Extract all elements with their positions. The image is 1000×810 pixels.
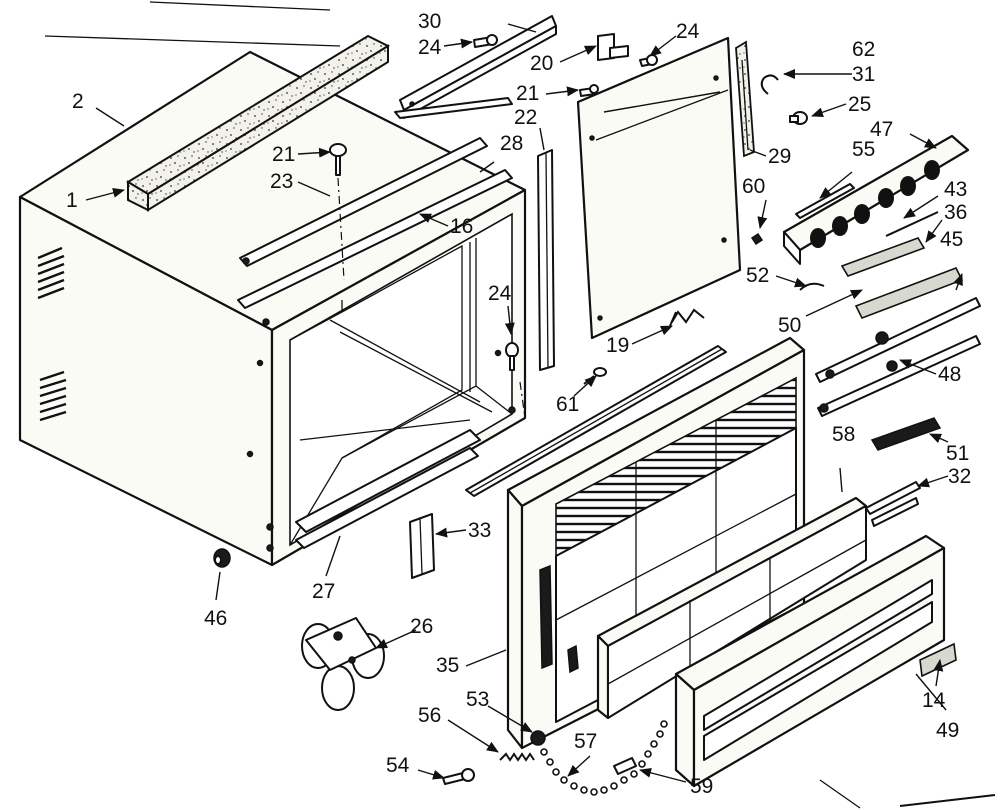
- callout-52: 52: [746, 264, 769, 287]
- side-panel: [576, 36, 742, 340]
- callout-1: 1: [66, 189, 78, 212]
- callout-2: 2: [72, 90, 84, 113]
- callout-48: 48: [938, 363, 961, 386]
- callout-leaders: [85, 23, 963, 783]
- top-channels: [237, 137, 513, 326]
- callout-61: 61: [556, 393, 579, 416]
- vertical-seal-62: [735, 40, 755, 158]
- front-rail-33: [465, 345, 727, 497]
- callout-27: 27: [312, 580, 335, 603]
- callout-31: 31: [852, 63, 875, 86]
- callout-57: 57: [574, 730, 597, 753]
- callout-47: 47: [870, 118, 893, 141]
- callout-55: 55: [852, 138, 875, 161]
- callout-21-upper: 21: [516, 82, 539, 105]
- side-vents: [37, 246, 67, 422]
- small-parts: [750, 183, 981, 527]
- callout-28: 28: [500, 132, 523, 155]
- callout-30: 30: [418, 10, 441, 33]
- callout-26: 26: [410, 615, 433, 638]
- top-bracket: [394, 15, 557, 119]
- side-seal-strip: [537, 149, 555, 371]
- callout-35: 35: [436, 654, 459, 677]
- callout-43: 43: [944, 178, 967, 201]
- callout-23: 23: [270, 170, 293, 193]
- callout-50: 50: [778, 314, 801, 337]
- callout-60: 60: [742, 175, 765, 198]
- foam-gasket-strip: [126, 34, 391, 212]
- callout-25: 25: [848, 93, 871, 116]
- callout-54: 54: [386, 754, 410, 777]
- callout-36: 36: [944, 201, 967, 224]
- drain-pad-33: [409, 513, 435, 579]
- callout-53: 53: [466, 688, 489, 711]
- hook-31: [760, 74, 779, 95]
- callout-45: 45: [940, 228, 963, 251]
- scan-lines: [44, 1, 996, 809]
- callout-19: 19: [606, 334, 629, 357]
- louver-door-49: [674, 534, 957, 788]
- callout-58: 58: [832, 423, 855, 446]
- callout-51: 51: [946, 442, 969, 465]
- front-grille-35: [506, 336, 806, 750]
- callout-14: 14: [922, 689, 946, 712]
- callout-49: 49: [936, 719, 959, 742]
- chain-and-spring: [499, 720, 668, 796]
- callout-24-right: 24: [676, 20, 700, 43]
- callout-46: 46: [204, 607, 227, 630]
- callout-labels: 1 2 14 16 19 20 21 21 22 23 24 24 24 25 …: [66, 10, 971, 798]
- callout-24-mid: 24: [488, 282, 512, 305]
- callout-16: 16: [450, 215, 473, 238]
- callout-59: 59: [690, 775, 713, 798]
- callout-22: 22: [514, 106, 537, 129]
- callout-33: 33: [468, 519, 491, 542]
- callout-20: 20: [530, 52, 553, 75]
- small-bracket: [597, 33, 629, 61]
- control-panel-47: [782, 134, 970, 265]
- callout-62: 62: [852, 38, 875, 61]
- callout-21-lower: 21: [272, 143, 295, 166]
- callout-32: 32: [948, 465, 971, 488]
- callout-24-top: 24: [418, 36, 442, 59]
- cabinet-shell: [18, 50, 527, 567]
- clip-26: [301, 617, 385, 711]
- callout-29: 29: [768, 145, 791, 168]
- callout-56: 56: [418, 704, 441, 727]
- knob-46: [213, 548, 231, 568]
- air-filter-58: [596, 496, 868, 720]
